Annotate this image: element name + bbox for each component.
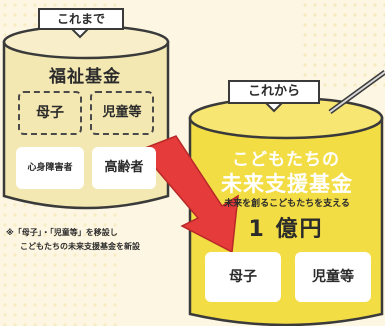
old-box-koureisha: 高齢者 (92, 147, 156, 189)
new-fund-amount: 1 億円 (248, 217, 324, 242)
new-fund-subtitle: 未来を創るこどもたちを支える (224, 199, 350, 209)
old-box-boshi: 母子 (18, 91, 82, 135)
note-line-2: こどもたちの未来支援基金を新設 (20, 242, 140, 251)
new-fund-title-line-1: こどもたちの (232, 150, 340, 170)
old-fund-title: 福祉基金 (49, 67, 121, 87)
new-fund-tag: これから (228, 80, 320, 104)
new-fund-title-line-2: 未来支援基金 (221, 172, 353, 196)
old-box-shinshin: 心身障害者 (16, 147, 84, 189)
note-line-1: ※「母子」・「児童等」を移設し (6, 228, 118, 237)
old-fund-tag: これまで (38, 8, 124, 30)
old-box-jido: 児童等 (90, 91, 154, 135)
new-box-jido: 児童等 (295, 252, 371, 302)
transfer-note: ※「母子」・「児童等」を移設し こどもたちの未来支援基金を新設 (6, 226, 186, 254)
transfer-arrow (138, 135, 239, 254)
new-box-boshi: 母子 (205, 252, 281, 302)
